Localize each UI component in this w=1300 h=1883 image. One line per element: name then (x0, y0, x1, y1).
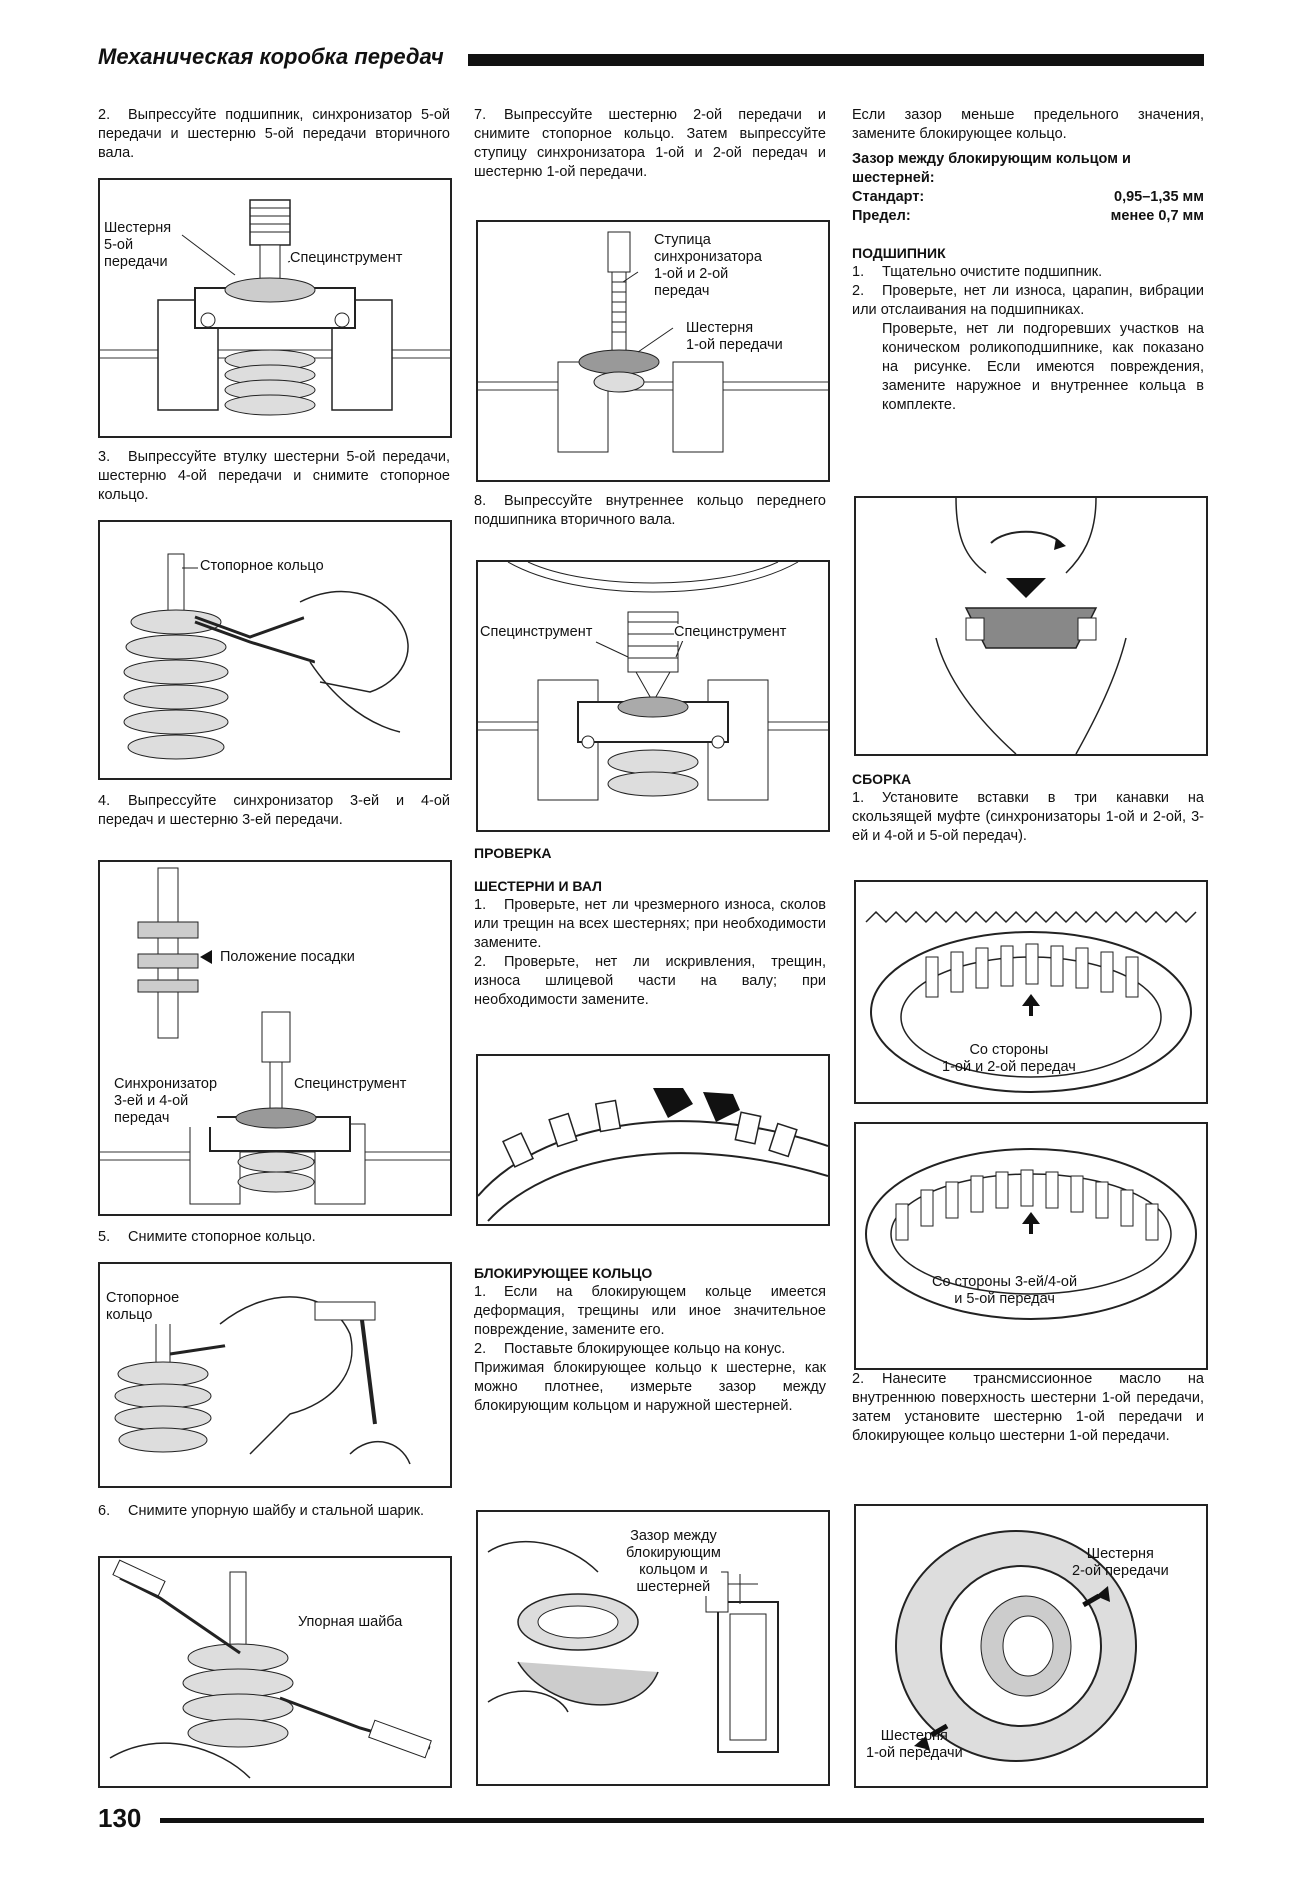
col1-step3: 3.Выпрессуйте втулку шестерни 5-ой перед… (98, 449, 450, 503)
label-special-tool-right: Специнструмент (674, 624, 787, 641)
col1-step4: 4.Выпрессуйте синхронизатор 3-ей и 4-ой … (98, 793, 450, 828)
gear-assembly-illustration (895, 1530, 1137, 1762)
snap-ring-hammer-illustration (114, 1296, 411, 1465)
figure-gear5-removal: Шестерня 5-ой передачи Специнструмент (98, 178, 452, 438)
spec-title: Зазор между блокирующим кольцом и шестер… (852, 151, 1131, 186)
bearing-press-illustration (478, 562, 828, 801)
header-rule (468, 54, 1204, 66)
col1-step2: 2.Выпрессуйте подшипник, синхронизатор 5… (98, 107, 450, 161)
col3-spec-block: Если зазор меньше предельного значения, … (852, 107, 1204, 413)
col3-step-a2: 2.Нанесите трансмиссионное масло на внут… (852, 1371, 1204, 1444)
label-special-tool: Специнструмент (294, 1076, 407, 1093)
label-snap-ring: Стопорное кольцо (200, 558, 324, 575)
figure-slider-inserts-3-4-5: Со стороны 3-ей/4-ой и 5-ой передач (854, 1122, 1208, 1370)
label-gear1: Шестерня 1-ой передачи (686, 320, 783, 354)
section-inspection: ПРОВЕРКА (474, 845, 552, 861)
section-assembly: СБОРКА (852, 771, 912, 787)
figure-bearing-inner-race: Специнструмент Специнструмент (476, 560, 830, 832)
figure-synchronizer-3-4: Положение посадки Синхронизатор 3-ей и 4… (98, 860, 452, 1216)
label-special-tool: Специнструмент (290, 250, 403, 267)
col2-step8: 8.Выпрессуйте внутреннее кольцо переднег… (474, 493, 826, 528)
figure-blocking-ring-gap: Зазор между блокирующим кольцом и шестер… (476, 1510, 830, 1786)
section-gears-shaft: ШЕСТЕРНИ И ВАЛ (474, 878, 602, 894)
label-synchronizer-3-4: Синхронизатор 3-ей и 4-ой передач (114, 1076, 218, 1127)
footer-rule (160, 1818, 1204, 1823)
label-ring-gap: Зазор между блокирующим кольцом и шестер… (626, 1528, 721, 1596)
snap-ring-pliers-illustration (123, 553, 409, 760)
spec-limit-row: Предел: менее 0,7 мм (852, 208, 1204, 224)
gear-press-illustration (100, 199, 450, 416)
sync-hub-press-illustration (478, 231, 828, 453)
label-side-1-2: Со стороны 1-ой и 2-ой передач (942, 1042, 1076, 1075)
figure-gear-teeth-inspection (476, 1054, 830, 1226)
label-fit-position: Положение посадки (220, 949, 355, 966)
sleeve-inserts-illustration (865, 910, 1197, 1093)
label-thrust-washer: Упорная шайба (298, 1614, 403, 1631)
label-gear2: Шестерня 2-ой передачи (1072, 1546, 1169, 1579)
section-blocking-ring: БЛОКИРУЮЩЕЕ КОЛЬЦО (474, 1265, 653, 1281)
page-header-title: Механическая коробка передач (98, 44, 444, 69)
col2-blocking-ring: БЛОКИРУЮЩЕЕ КОЛЬЦО 1.Если на блокирующем… (474, 1265, 826, 1414)
col3-assembly: СБОРКА 1.Установите вставки в три канавк… (852, 771, 1204, 844)
thrust-washer-illustration (109, 1559, 432, 1779)
label-sync-hub: Ступица синхронизатора 1-ой и 2-ой перед… (654, 232, 762, 300)
col2-inspection: ПРОВЕРКА ШЕСТЕРНИ И ВАЛ 1.Проверьте, нет… (474, 845, 826, 1008)
synchronizer-press-illustration (100, 867, 450, 1205)
figure-sync-hub-1-2: Ступица синхронизатора 1-ой и 2-ой перед… (476, 220, 830, 482)
figure-gear1-blocking-ring: Шестерня 2-ой передачи Шестерня 1-ой пер… (854, 1504, 1208, 1788)
label-snap-ring: Стопорное кольцо (106, 1290, 180, 1324)
col1-step6: 6.Снимите упорную шайбу и стальной шарик… (98, 1503, 425, 1519)
gear-teeth-illustration (478, 1088, 828, 1222)
page-number: 130 (98, 1803, 142, 1833)
figure-bearing-inspection (854, 496, 1208, 756)
label-side-3-4-5: Со стороны 3-ей/4-ой и 5-ой передач (932, 1274, 1078, 1307)
figure-snap-ring-hammer: Стопорное кольцо (98, 1262, 452, 1488)
figure-slider-inserts-1-2: Со стороны 1-ой и 2-ой передач (854, 880, 1208, 1104)
figure-thrust-washer: Упорная шайба (98, 1556, 452, 1788)
feeler-gauge-illustration (487, 1540, 779, 1753)
col1-step5: 5.Снимите стопорное кольцо. (98, 1229, 316, 1245)
col2-step7: 7.Выпрессуйте шестерню 2-ой передачи и с… (474, 107, 826, 180)
label-gear1: Шестерня 1-ой передачи (866, 1728, 963, 1761)
roller-bearing-hands-illustration (935, 498, 1127, 754)
label-gear5: Шестерня 5-ой передачи (104, 220, 172, 271)
sleeve-inserts-illustration (865, 1148, 1197, 1320)
label-special-tool-left: Специнструмент (480, 624, 593, 641)
spec-standard-row: Стандарт: 0,95–1,35 мм (852, 189, 1204, 205)
figure-snap-ring-removal: Стопорное кольцо (98, 520, 452, 780)
section-bearing: ПОДШИПНИК (852, 245, 946, 261)
